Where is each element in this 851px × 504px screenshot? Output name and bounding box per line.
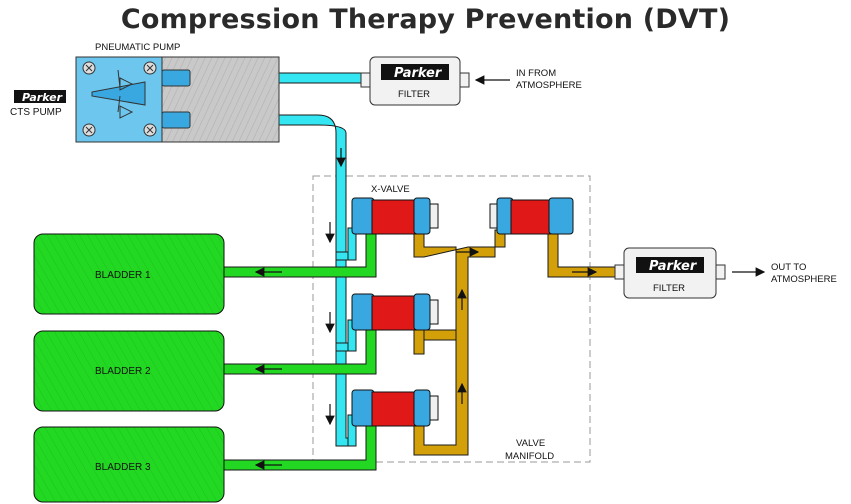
filter-in-label: FILTER (398, 89, 430, 100)
svg-text:Parker: Parker (22, 91, 63, 104)
pump-brand-logo: Parker (14, 90, 66, 104)
pump-name: CTS PUMP (10, 107, 62, 118)
bladder-2: BLADDER 2 (33, 330, 225, 412)
manifold-label-1: VALVE (516, 438, 545, 449)
filter-out-note-1: OUT TO (771, 262, 806, 273)
x-valve-exhaust (489, 197, 574, 235)
filter-out: Parker FILTER (614, 247, 726, 299)
bladder-1: BLADDER 1 (33, 233, 225, 315)
bladder-2-label: BLADDER 2 (95, 366, 151, 377)
cts-pump (75, 56, 280, 143)
bladder-3-label: BLADDER 3 (95, 462, 151, 473)
manifold-label-2: MANIFOLD (505, 451, 554, 462)
x-valve-3 (351, 389, 439, 427)
filter-in-note-2: ATMOSPHERE (516, 80, 582, 91)
exhaust-flow-arrows (456, 247, 598, 404)
x-valve-label: X-VALVE (371, 184, 410, 195)
filter-out-note-2: ATMOSPHERE (771, 274, 837, 285)
bladder-1-label: BLADDER 1 (95, 270, 151, 281)
bladder-3: BLADDER 3 (33, 426, 225, 503)
x-valve-2 (351, 293, 439, 331)
filter-out-brand: Parker (649, 259, 698, 274)
pump-label-obscured: PNEUMATIC PUMP (95, 42, 180, 53)
page-title: Compression Therapy Prevention (DVT) (120, 4, 731, 35)
filter-in-note-1: IN FROM (516, 68, 556, 79)
filter-in-brand: Parker (394, 66, 443, 81)
filter-out-label: FILTER (653, 283, 685, 294)
x-valve-1 (351, 197, 439, 235)
filter-in: Parker FILTER (360, 56, 470, 106)
valve-manifold-box (312, 175, 591, 463)
bladder-flow-arrows (254, 267, 282, 470)
exhaust-lines (413, 229, 616, 456)
